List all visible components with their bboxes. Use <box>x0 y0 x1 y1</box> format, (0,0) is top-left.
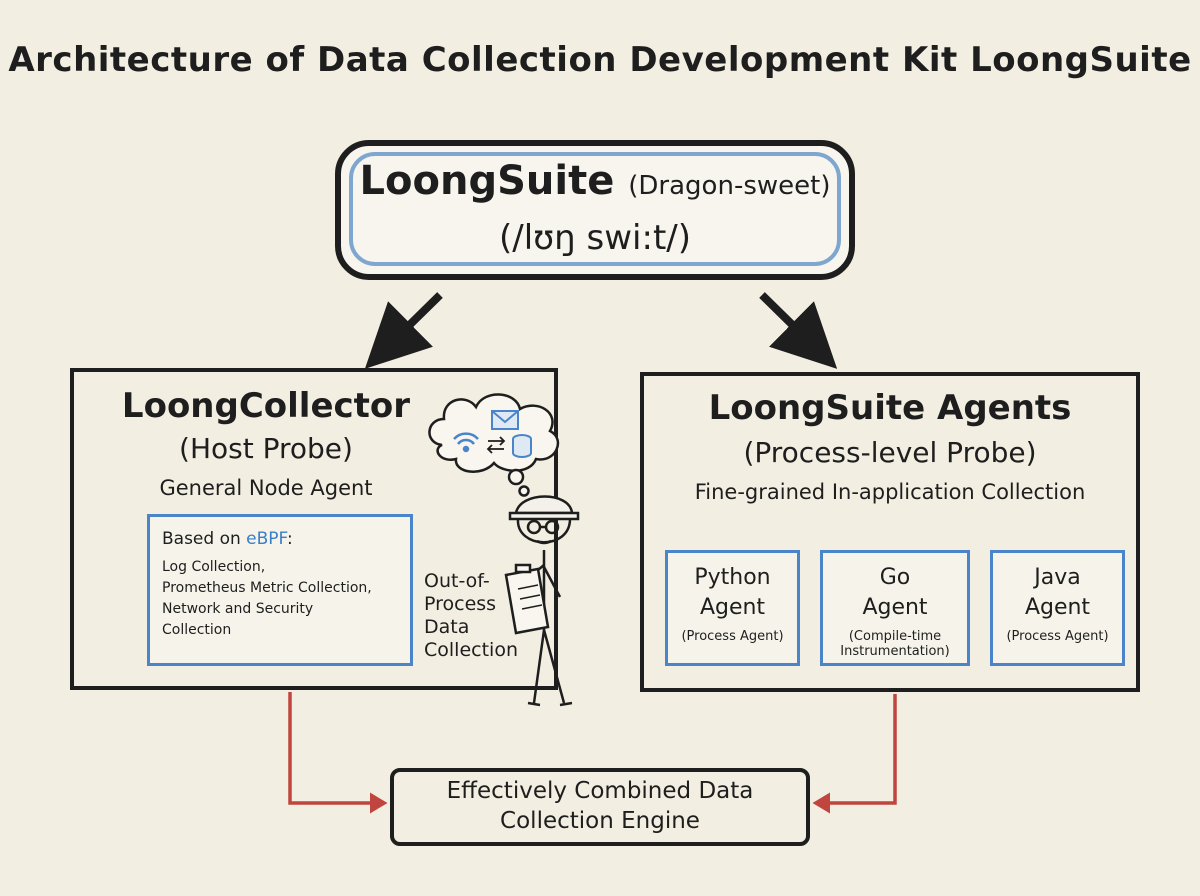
arrow-hub-to-agents <box>759 292 838 369</box>
arrow-collector-to-engine <box>288 692 388 814</box>
agents-description: Fine-grained In-application Collection <box>694 480 1086 504</box>
agent-name-line: Agent <box>699 595 766 620</box>
loongsuite-hub-box <box>335 140 855 280</box>
flow-label-line: Process <box>424 593 497 615</box>
collector-subtitle: (Host Probe) <box>179 432 353 465</box>
flow-label-line: Data <box>424 616 470 638</box>
engine-label-line: Collection Engine <box>500 808 700 834</box>
combined-engine-box <box>390 768 810 846</box>
ebpf-item: Log Collection, <box>162 559 266 575</box>
arrow-agents-to-engine <box>812 694 897 814</box>
collector-title: LoongCollector <box>121 386 411 426</box>
agent-name: Go Agent <box>823 563 967 623</box>
agent-name-line: Java <box>1034 565 1081 590</box>
engine-label: Effectively Combined Data Collection Eng… <box>390 776 810 836</box>
java-agent-box: Java Agent (Process Agent) <box>990 550 1125 666</box>
engine-label-line: Effectively Combined Data <box>446 778 754 804</box>
ebpf-item: Collection <box>162 622 232 638</box>
agent-detail: (Process Agent) <box>1006 629 1109 644</box>
agent-detail-line: (Compile-time <box>848 629 942 644</box>
agent-detail-line: Instrumentation) <box>840 644 950 659</box>
arrow-hub-to-collector <box>364 292 443 369</box>
clipboard-icon <box>504 563 550 635</box>
engineer-illustration <box>428 393 580 707</box>
wifi-icon <box>453 432 479 453</box>
hub-alias: (Dragon-sweet) <box>628 171 831 201</box>
hub-pronunciation: (/lʊŋ swi:t/) <box>499 218 691 258</box>
agent-name: Java Agent <box>993 563 1122 623</box>
agent-name-line: Agent <box>862 595 928 620</box>
out-of-process-label: Out-of- Process Data Collection <box>424 570 534 662</box>
ebpf-lead: Based on eBPF: <box>162 529 400 549</box>
diagram-title: Architecture of Data Collection Developm… <box>8 40 1192 80</box>
ebpf-lead-text: Based on <box>162 529 247 549</box>
ebpf-item: Network and Security <box>162 601 314 617</box>
thought-cloud <box>428 393 560 497</box>
sync-icon <box>486 436 506 454</box>
ebpf-item: Prometheus Metric Collection, <box>162 580 372 596</box>
agent-name: Python Agent <box>668 563 797 623</box>
ebpf-highlight: eBPF <box>246 529 288 549</box>
go-agent-box: Go Agent (Compile-time Instrumentation) <box>820 550 970 666</box>
ebpf-box: Based on eBPF: Log Collection, Prometheu… <box>147 514 413 666</box>
agents-title: LoongSuite Agents <box>708 388 1072 428</box>
agent-name-line: Agent <box>1024 595 1091 620</box>
agent-detail: (Process Agent) <box>681 629 784 644</box>
agent-name-line: Python <box>694 565 771 590</box>
python-agent-box: Python Agent (Process Agent) <box>665 550 800 666</box>
flow-label-line: Out-of- <box>424 570 490 592</box>
hub-name-line: LoongSuite (Dragon-sweet) <box>335 158 855 204</box>
agent-name-line: Go <box>879 565 911 590</box>
agent-detail: (Compile-time Instrumentation) <box>823 629 967 659</box>
ebpf-colon: : <box>287 529 293 549</box>
hub-inner-border <box>349 152 841 266</box>
mail-icon <box>491 410 519 430</box>
database-icon <box>512 434 532 458</box>
flow-label-line: Collection <box>424 639 518 661</box>
hub-name: LoongSuite <box>359 158 615 204</box>
agents-subtitle: (Process-level Probe) <box>743 436 1037 469</box>
engineer-figure <box>508 495 580 707</box>
collector-description: General Node Agent <box>159 476 373 500</box>
